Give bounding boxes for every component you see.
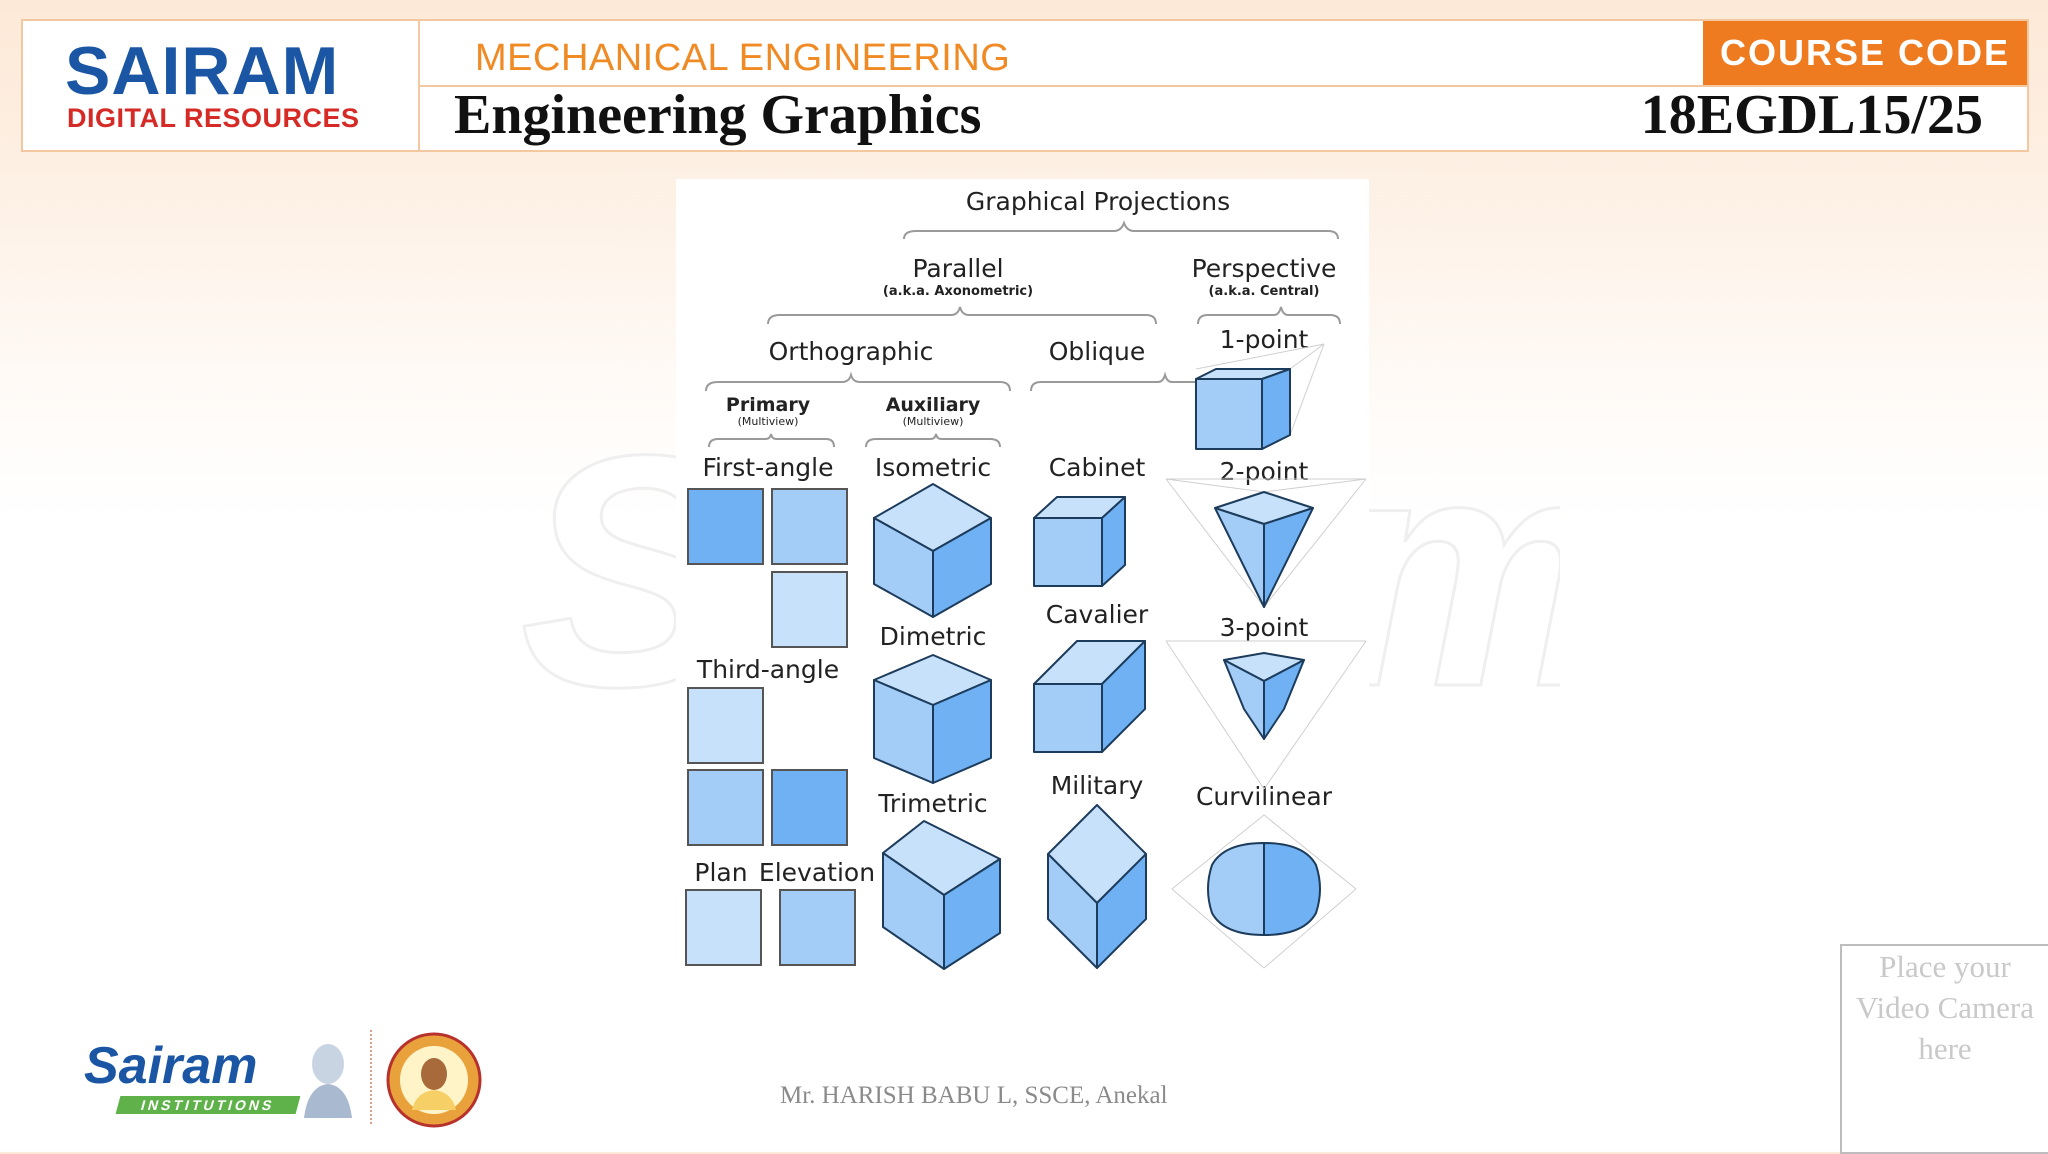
elevation-view <box>779 889 856 966</box>
label-graphical-projections: Graphical Projections <box>966 187 1230 216</box>
sairam-digital-logo: SAIRAM DIGITAL RESOURCES <box>23 21 420 150</box>
label-parallel-sub: (a.k.a. Axonometric) <box>883 284 1033 299</box>
presenter-credit: Mr. HARISH BABU L, SSCE, Anekal <box>780 1082 1168 1109</box>
institution-emblem-icon <box>386 1032 482 1128</box>
label-dimetric: Dimetric <box>880 622 987 651</box>
course-code-label: COURSE CODE <box>1703 21 2027 85</box>
diagram-labels: Graphical Projections Parallel (a.k.a. A… <box>694 187 1336 887</box>
label-parallel: Parallel <box>912 254 1003 283</box>
label-oblique: Oblique <box>1049 337 1146 366</box>
bottom-logo-text: Sairam <box>84 1037 258 1095</box>
label-orthographic: Orthographic <box>769 337 934 366</box>
military-cube <box>1047 804 1147 969</box>
plan-view <box>685 889 762 966</box>
label-elevation: Elevation <box>759 858 875 887</box>
first-angle-views <box>687 488 848 648</box>
cavalier-cube <box>1033 640 1146 753</box>
two-point-perspective <box>1165 478 1367 608</box>
video-camera-placeholder: Place your Video Camera here <box>1840 944 2048 1154</box>
third-angle-top-view <box>687 687 764 764</box>
label-plan: Plan <box>694 858 747 887</box>
founder-portrait-icon <box>304 1044 352 1118</box>
label-perspective: Perspective <box>1192 254 1337 283</box>
subject-title: Engineering Graphics <box>454 84 982 146</box>
label-auxiliary: Auxiliary <box>886 394 981 416</box>
third-angle-views <box>687 687 848 846</box>
dimetric-cube <box>873 654 992 784</box>
label-isometric: Isometric <box>875 453 991 482</box>
label-first-angle: First-angle <box>703 453 834 482</box>
first-angle-front-view <box>687 488 764 565</box>
bottom-logo-sub: INSTITUTIONS <box>115 1096 301 1114</box>
tree-brackets <box>705 220 1341 448</box>
logo-sub-text: DIGITAL RESOURCES <box>67 103 360 133</box>
label-military: Military <box>1051 771 1144 800</box>
label-third-angle: Third-angle <box>696 655 839 684</box>
cabinet-cube <box>1033 496 1126 587</box>
label-cabinet: Cabinet <box>1049 453 1146 482</box>
label-curvilinear: Curvilinear <box>1196 782 1333 811</box>
label-primary: Primary <box>726 394 811 416</box>
department-title: MECHANICAL ENGINEERING <box>475 37 1011 79</box>
isometric-cube <box>873 483 992 618</box>
label-3-point: 3-point <box>1220 613 1309 642</box>
label-perspective-sub: (a.k.a. Central) <box>1209 284 1320 299</box>
course-code: 18EGDL15/25 <box>1640 84 1983 146</box>
one-point-perspective <box>1195 343 1325 450</box>
label-primary-sub: (Multiview) <box>738 415 799 428</box>
first-angle-top-view <box>771 571 848 648</box>
label-cavalier: Cavalier <box>1046 600 1149 629</box>
three-point-perspective <box>1165 640 1367 790</box>
third-angle-side-view <box>687 769 764 846</box>
third-angle-front-view <box>771 769 848 846</box>
slide-header: SAIRAM DIGITAL RESOURCES MECHANICAL ENGI… <box>21 19 2029 152</box>
label-trimetric: Trimetric <box>877 789 987 818</box>
logo-main-text: SAIRAM <box>65 33 340 109</box>
camera-placeholder-text: Place your Video Camera here <box>1855 949 2035 1066</box>
curvilinear-perspective <box>1171 814 1357 969</box>
plan-elevation-views <box>685 889 856 966</box>
header-divider <box>420 85 2027 87</box>
label-2-point: 2-point <box>1220 457 1309 486</box>
graphical-projections-diagram: Graphical Projections Parallel (a.k.a. A… <box>676 179 1369 998</box>
footer-divider <box>370 1030 374 1124</box>
label-1-point: 1-point <box>1220 325 1309 354</box>
first-angle-side-view <box>771 488 848 565</box>
trimetric-cube <box>882 820 1001 970</box>
label-auxiliary-sub: (Multiview) <box>903 415 964 428</box>
